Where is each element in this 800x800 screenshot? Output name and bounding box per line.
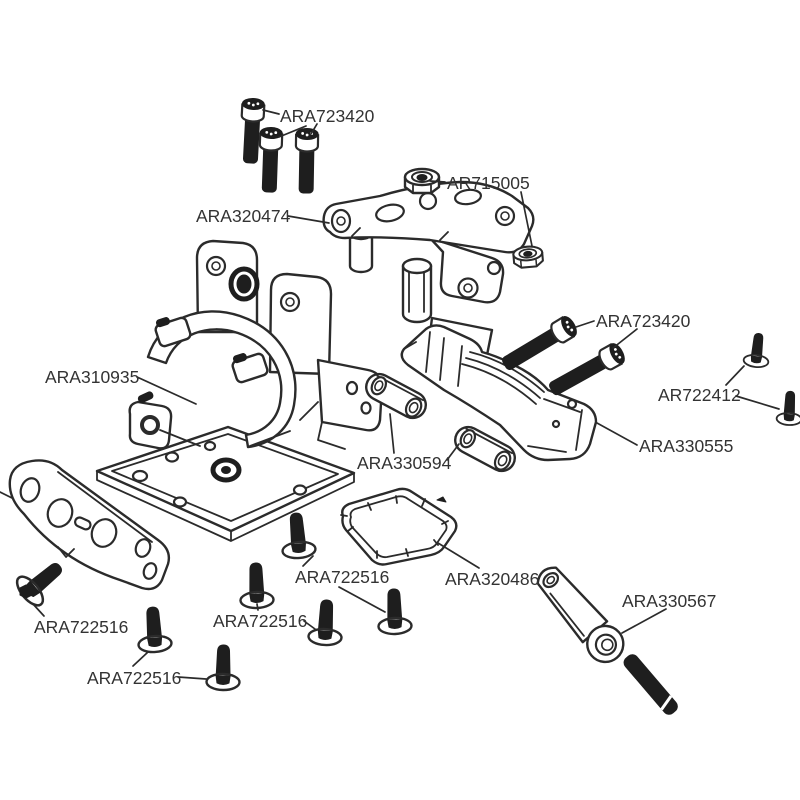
part-label-ara330594: ARA330594 — [357, 453, 452, 473]
button-screw-2 — [775, 389, 800, 427]
part-label-ara722516-center: ARA722516 — [295, 567, 389, 587]
cap-screw-right-2 — [545, 340, 629, 401]
gearbox-case — [95, 239, 384, 542]
button-screw-1 — [742, 331, 773, 370]
part-label-ara723420-top: ARA723420 — [280, 106, 375, 126]
part-label-ara722516-bottom: ARA722516 — [87, 668, 181, 688]
flat-screw-n — [306, 597, 345, 648]
hex-socket — [19, 584, 33, 599]
part-label-ar722412: AR722412 — [658, 385, 741, 405]
part-label-ara723420-right: ARA723420 — [596, 311, 691, 331]
cap-screw-right-1 — [497, 313, 581, 376]
part-label-ara320474: ARA320474 — [196, 206, 291, 226]
rod-end — [536, 566, 625, 664]
suspension-mount-plate — [0, 459, 171, 591]
part-labels: ARA723420 AR715005 ARA320474 ARA310935 A… — [34, 106, 741, 688]
part-label-ar715005: AR715005 — [447, 173, 530, 193]
part-label-ara310935: ARA310935 — [45, 367, 139, 387]
flat-screw-h — [134, 604, 174, 655]
part-label-ara722516-left: ARA722516 — [34, 617, 128, 637]
cap-screw-3 — [293, 127, 320, 195]
lock-nut-lower — [511, 244, 545, 270]
part-label-ara330567: ARA330567 — [622, 591, 716, 611]
threaded-rod — [623, 654, 678, 715]
flat-screw-i — [205, 643, 242, 692]
part-label-ara722516-mid: ARA722516 — [213, 611, 307, 631]
flat-screw-e — [278, 510, 318, 561]
gearbox-gasket — [340, 487, 458, 566]
leader-lines — [32, 109, 780, 680]
chassis-brace-mount — [400, 324, 598, 462]
part-label-ara330555: ARA330555 — [639, 436, 733, 456]
part-label-ara320486: ARA320486 — [445, 569, 539, 589]
flat-screw-angled — [11, 551, 73, 611]
flat-screw-m — [238, 561, 275, 610]
